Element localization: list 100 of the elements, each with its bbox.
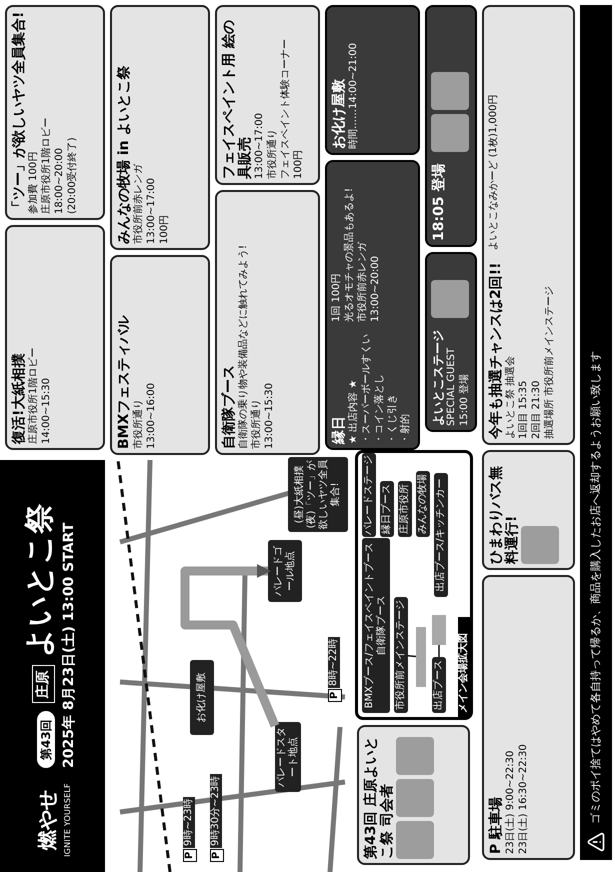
callout-text: 縁日ブース: [381, 484, 393, 534]
panel-title: 復活!大紙相撲: [11, 352, 27, 444]
map-callout: [380, 481, 394, 537]
edition-badge: 第43回: [37, 711, 55, 768]
parking-hours: 8時~22時: [328, 636, 340, 688]
event-panel: [110, 5, 210, 250]
panel-text: よいとこ祭 抽選会: [505, 354, 517, 439]
panel-text: 市役所通り: [133, 398, 145, 449]
panel-text: 1回 100円: [331, 272, 343, 322]
panel-title: 今年も抽選チャンスは2回!!: [488, 262, 504, 439]
panel-title: よいとこステージ: [431, 330, 445, 426]
panel-text: 23日(土) 9:00~22:30: [505, 750, 517, 854]
panel-text: 抽選場所 市役所前メインステージ: [544, 284, 556, 439]
panel-title: 18:05 登場: [431, 164, 447, 241]
panel-text: 市役所通り: [251, 398, 263, 449]
map-callout: [432, 657, 446, 713]
panel-text: 100円: [293, 148, 305, 179]
map-callout: [434, 473, 448, 597]
panel-text: 13:00~16:00: [146, 382, 158, 449]
panel-text: ・くじ引き: [387, 393, 399, 444]
event-panel: [357, 725, 470, 865]
map-callout: [398, 481, 412, 537]
leader-line: [438, 645, 440, 657]
panel-title: お化け屋敷: [331, 78, 347, 149]
title-prefix: 庄原: [32, 665, 55, 704]
panel-text: 市役所前赤レンガ: [133, 162, 145, 244]
map-callout: [275, 722, 301, 792]
event-panel: [482, 450, 575, 570]
panel-text: 15:00 登場: [459, 373, 471, 426]
event-panel: [482, 5, 575, 445]
map-callout: [268, 540, 302, 602]
event-panel: [215, 5, 320, 185]
panel-text: 14:00~15:30: [41, 376, 53, 444]
parking-sign: P: [183, 848, 197, 862]
map-callout: [416, 471, 430, 537]
event-panel: [325, 160, 420, 450]
panel-text: ・射的: [400, 413, 412, 444]
callout-text: 庄原市役所: [399, 484, 411, 534]
event-panel: [110, 255, 210, 455]
panel-text: 18:00~20:00: [54, 146, 66, 214]
panel-title: みんなの牧場 in よいとこ祭: [116, 65, 132, 244]
booth-block: [416, 627, 426, 687]
callout-text: 出店ブース: [433, 660, 445, 710]
panel-title: 縁日: [331, 415, 347, 444]
panel-text: 13:00~17:00: [146, 176, 158, 244]
map-callout: [288, 457, 348, 532]
panel-title: ひまわりバス無料運行!: [488, 465, 520, 564]
inset-title: メイン会場拡大図: [458, 617, 470, 717]
parking-hours: 9時30分~23時: [210, 774, 222, 848]
panel-text: 参加費 100円: [28, 150, 40, 214]
parking-sign: P: [328, 688, 342, 702]
map-callout: [394, 597, 408, 713]
panel-title: 自衛隊ブース: [221, 364, 237, 449]
map-callout: [190, 660, 214, 735]
parade-route: [180, 564, 280, 728]
event-panel: [425, 5, 477, 247]
panel-title: P 駐車場: [488, 796, 504, 854]
slogan-text: 燃やせ: [34, 790, 60, 850]
panel-title: フェイスペイント用 絵の具販売: [221, 19, 253, 179]
panel-text: 2回目 21:30: [531, 380, 543, 439]
slogan-subtext: IGNITE YOURSELF: [62, 783, 72, 857]
callout-text: 市役所前メインステージ: [395, 600, 407, 710]
panel-title: BMXフェスティバル: [116, 316, 132, 449]
venue-inset-map: [355, 450, 473, 720]
event-panel: [215, 190, 320, 455]
leader-line: [408, 654, 416, 658]
booth-block: [432, 615, 446, 645]
event-panel: [325, 5, 420, 155]
panel-text: 23日(土) 16:30~22:30: [518, 744, 530, 854]
panel-text: 1回目 15:35: [518, 380, 530, 439]
panel-text: 自衛隊の乗り物や装備品などに触れてみよう!: [238, 244, 250, 449]
panel-title: 第43回 庄原よいとこ祭 司会者: [363, 736, 395, 859]
panel-text: 市役所前赤レンガ: [357, 240, 369, 322]
callout-text: 出店ブース/キッチンカー: [435, 478, 447, 592]
panel-text: 13:00~15:30: [264, 382, 276, 449]
date-text: 2025年 8月23日(土) 13:00 START: [60, 522, 78, 768]
callout-text: パレードステージ: [363, 455, 375, 535]
panel-text: 市役所通り: [267, 128, 279, 179]
panel-text: 時間……14:00~21:00: [348, 42, 360, 149]
event-panel: [5, 5, 105, 220]
event-panel: [425, 252, 477, 432]
festival-title: よいとこ祭: [25, 503, 55, 658]
panel-text: フェイスペイント体験コーナー: [280, 38, 292, 179]
parking-sign: P: [210, 848, 224, 862]
callout-text: (昼)大紙相撲 (夜)「ツー」が欲しいヤツ全員集合!: [294, 459, 342, 530]
callout-text: みんなの牧場: [417, 474, 429, 534]
callout-text: パレードゴール地点: [273, 545, 297, 598]
callout-text: お化け屋敷: [196, 672, 208, 722]
callout-text: BMXブース/フェイスペイントブース自衛隊ブース: [364, 542, 388, 710]
panel-text: ・スーパーボールすくい: [361, 334, 373, 444]
title-banner: [0, 460, 105, 872]
event-panel: [5, 225, 105, 450]
panel-text: 13:00~20:00: [370, 254, 382, 322]
panel-text: 光るオモチャの景品もあるよ!: [344, 188, 356, 322]
panel-text: よいとこなみかーど (1枚)1,000円: [488, 94, 500, 250]
notice-text: ゴミのポイ捨てはやめて各自持って帰るか、商品を購入したお店へ返却するようお願い致します: [588, 351, 603, 824]
panel-text: SPECIAL GUEST: [446, 346, 458, 426]
panel-text: ★ 出店内容 ★: [348, 378, 360, 444]
panel-text: 庄原市役所1階ロビー: [41, 116, 53, 214]
event-panel: [482, 575, 575, 860]
